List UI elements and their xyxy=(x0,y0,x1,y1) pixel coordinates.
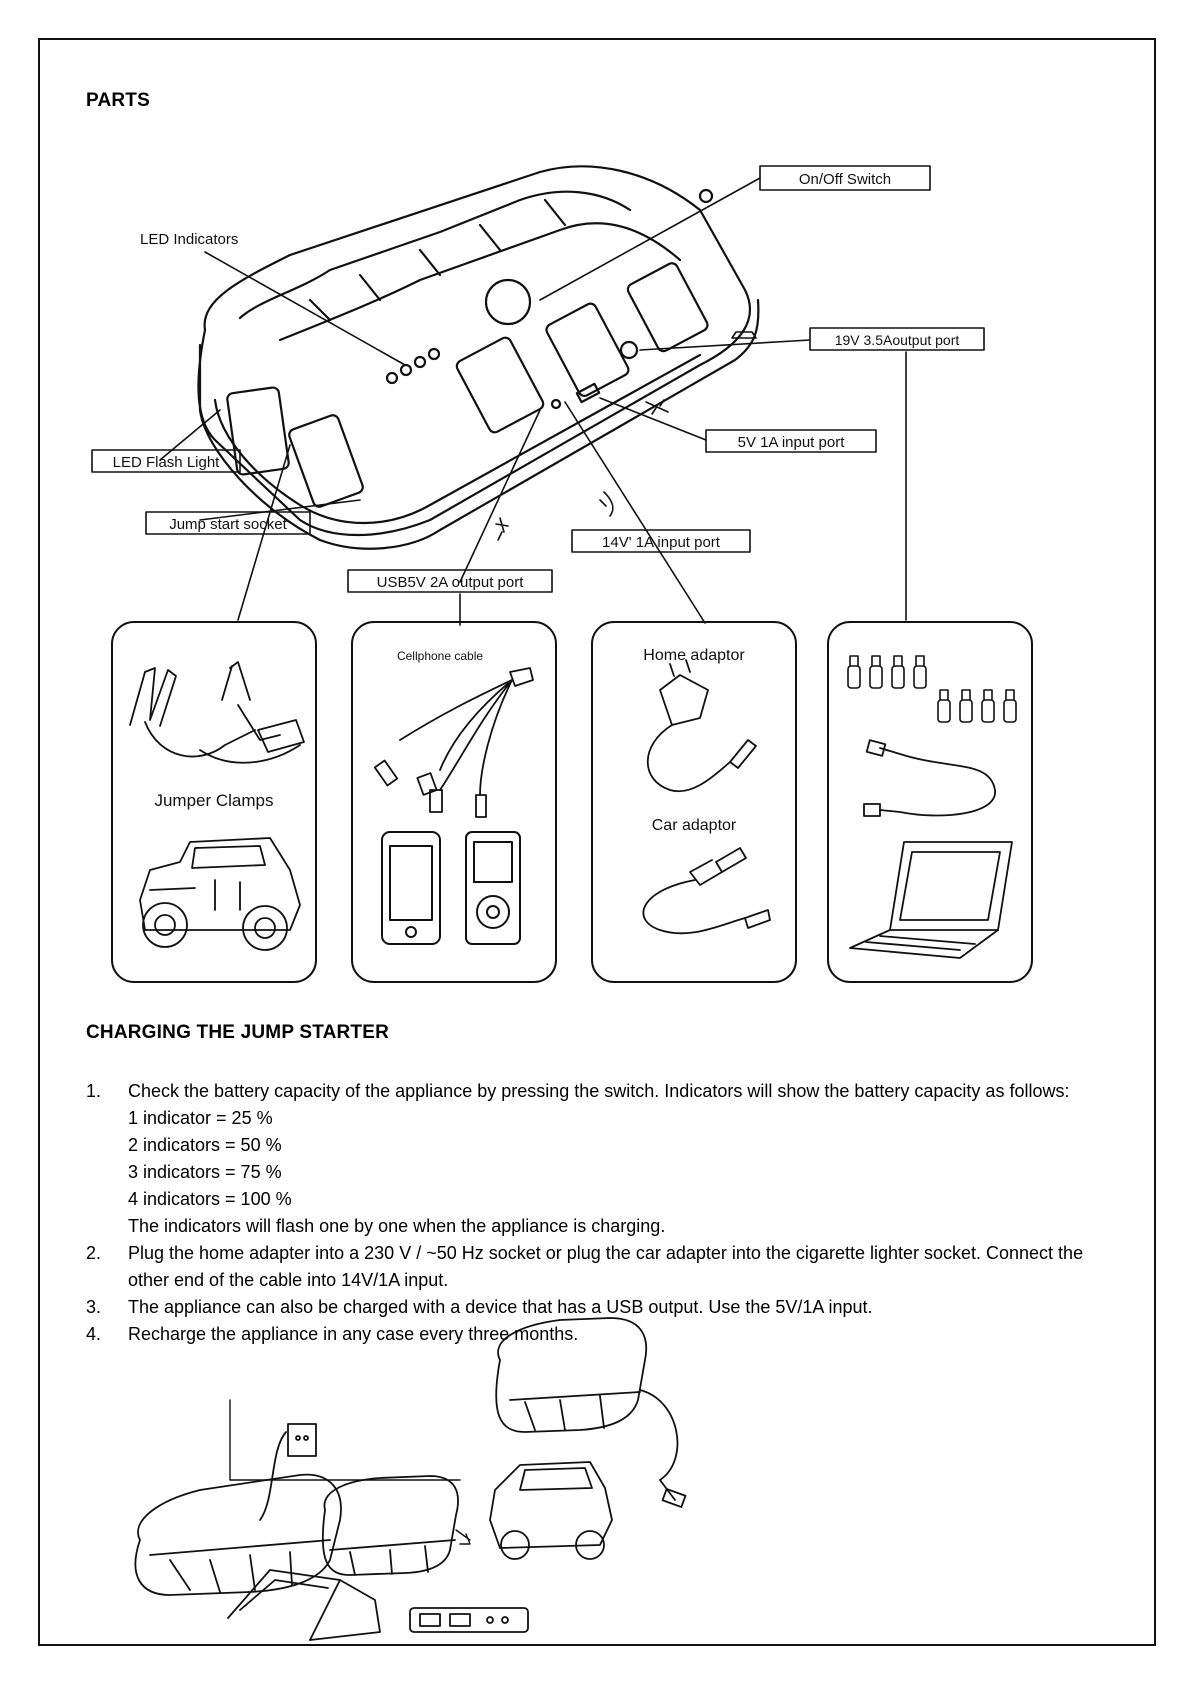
step-number: 4. xyxy=(86,1324,102,1344)
mp3-player-icon xyxy=(465,831,521,945)
step-1: 1. Check the battery capacity of the app… xyxy=(86,1078,1116,1240)
step-text: Recharge the appliance in any case every… xyxy=(128,1324,579,1344)
step-text: Plug the home adapter into a 230 V / ~50… xyxy=(128,1243,1084,1290)
accessory-car-adaptor: Car adaptor xyxy=(652,817,737,834)
page-frame xyxy=(38,38,1156,1646)
charging-illustration xyxy=(134,1317,687,1641)
label-5v-input-port: 5V 1A input port xyxy=(738,434,846,451)
capacity-line: 4 indicators = 100 % xyxy=(128,1189,292,1209)
capacity-line: 1 indicator = 25 % xyxy=(128,1108,273,1128)
phone-icon xyxy=(381,831,441,945)
label-usb-output-port: USB5V 2A output port xyxy=(377,574,525,591)
step-number: 1. xyxy=(86,1081,102,1101)
step-2: 2. Plug the home adapter into a 230 V / … xyxy=(86,1240,1116,1294)
capacity-line: 2 indicators = 50 % xyxy=(128,1135,282,1155)
accessory-home-adaptor: Home adaptor xyxy=(643,647,745,664)
home-adaptor-icon xyxy=(646,659,757,793)
step-4: 4. Recharge the appliance in any case ev… xyxy=(86,1321,1116,1348)
label-led-indicators: LED Indicators xyxy=(140,231,238,248)
car-adaptor-icon xyxy=(642,847,771,935)
step-number: 2. xyxy=(86,1243,102,1263)
capacity-note: The indicators will flash one by one whe… xyxy=(128,1216,666,1236)
charging-steps: 1. Check the battery capacity of the app… xyxy=(86,1078,1116,1348)
label-led-flash-light: LED Flash Light xyxy=(113,454,221,471)
dc-cable-icon xyxy=(863,739,996,817)
laptop-tips-icon xyxy=(847,655,1017,723)
parts-heading: PARTS xyxy=(86,90,150,111)
cellphone-cable-icon xyxy=(373,667,534,818)
charging-heading: CHARGING THE JUMP STARTER xyxy=(86,1022,390,1043)
step-number: 3. xyxy=(86,1297,102,1317)
jumper-clamps-icon xyxy=(129,661,305,764)
accessory-jumper-clamps: Jumper Clamps xyxy=(154,791,273,810)
label-jump-start-socket: Jump start socket xyxy=(169,516,287,533)
label-19v-output-port: 19V 3.5Aoutput port xyxy=(835,332,960,348)
label-14v-input-port: 14V' 1A input port xyxy=(602,534,721,551)
accessory-cellphone-cable: Cellphone cable xyxy=(397,649,483,663)
step-3: 3. The appliance can also be charged wit… xyxy=(86,1294,1116,1321)
step-text: Check the battery capacity of the applia… xyxy=(128,1081,1070,1101)
step-text: The appliance can also be charged with a… xyxy=(128,1297,873,1317)
laptop-icon xyxy=(849,841,1013,959)
capacity-line: 3 indicators = 75 % xyxy=(128,1162,282,1182)
label-on-off-switch: On/Off Switch xyxy=(799,171,891,188)
jump-starter-device xyxy=(197,165,760,550)
jeep-icon xyxy=(139,837,301,951)
